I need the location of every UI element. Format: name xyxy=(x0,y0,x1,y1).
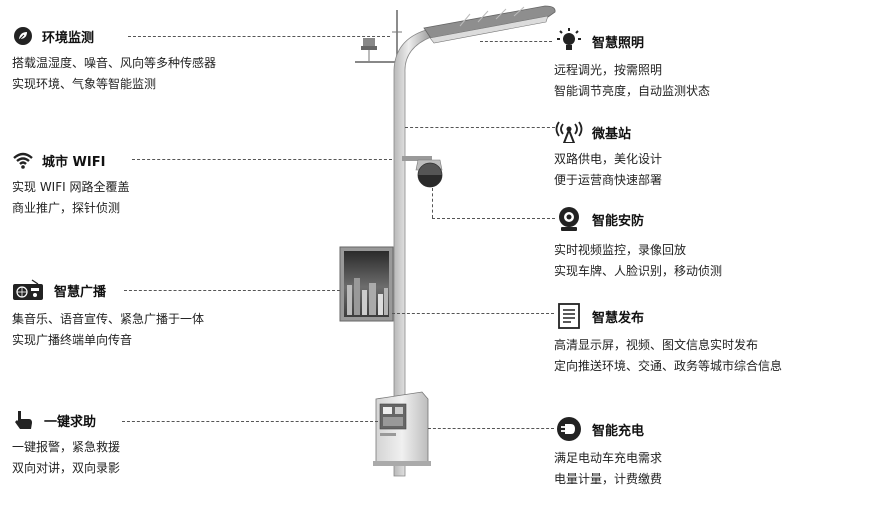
antenna-icon xyxy=(554,121,584,143)
feature-title: 环境监测 xyxy=(42,30,95,46)
connector-env xyxy=(128,36,390,37)
radio-icon xyxy=(12,279,44,301)
connector-sos xyxy=(122,421,378,422)
feature-desc-line: 搭载温湿度、噪音、风向等多种传感器 xyxy=(12,56,217,70)
feature-smart-security: 智能安防 实时视频监控，录像回放 实现车牌、人脸识别，移动侦测 xyxy=(554,206,722,282)
hand-pointer-icon xyxy=(12,409,34,431)
feature-title: 城市 WIFI xyxy=(42,154,106,170)
connector-charging xyxy=(428,428,554,429)
feature-city-wifi: 城市 WIFI 实现 WIFI 网路全覆盖 商业推广，探针侦测 xyxy=(12,149,129,219)
feature-smart-charging: 智能充电 满足电动车充电需求 电量计量，计费缴费 xyxy=(554,416,662,490)
feature-desc-line: 远程调光，按需照明 xyxy=(554,63,663,77)
feature-desc-line: 商业推广，探针侦测 xyxy=(12,201,121,215)
connector-security xyxy=(432,218,555,219)
feature-desc-line: 集音乐、语音宣传、紧急广播于一体 xyxy=(12,312,205,326)
feature-desc-line: 一键报警，紧急救援 xyxy=(12,440,121,454)
connector-publish xyxy=(392,313,554,314)
feature-desc-line: 实现广播终端单向传音 xyxy=(12,333,133,347)
feature-desc-line: 电量计量，计费缴费 xyxy=(554,472,663,486)
wifi-icon xyxy=(12,149,34,171)
feature-desc-line: 智能调节亮度，自动监测状态 xyxy=(554,84,711,98)
connector-wifi xyxy=(132,159,392,160)
security-camera xyxy=(402,156,443,188)
feature-desc-line: 实时视频监控，录像回放 xyxy=(554,243,687,257)
feature-micro-base-station: 微基站 双路供电，美化设计 便于运营商快速部署 xyxy=(554,121,662,191)
feature-environment-monitoring: 环境监测 搭载温湿度、噪音、风向等多种传感器 实现环境、气象等智能监测 xyxy=(12,25,216,95)
display-screen xyxy=(339,246,394,322)
feature-one-click-sos: 一键求助 一键报警，紧急救援 双向对讲，双向录影 xyxy=(12,409,120,479)
document-icon xyxy=(554,303,584,329)
feature-desc-line: 定向推送环境、交通、政务等城市综合信息 xyxy=(554,359,783,373)
feature-desc-line: 双路供电，美化设计 xyxy=(554,152,663,166)
feature-title: 智慧发布 xyxy=(592,310,645,326)
feature-desc-line: 实现 WIFI 网路全覆盖 xyxy=(12,180,130,194)
feature-title: 智慧广播 xyxy=(54,284,107,300)
feature-desc-line: 便于运营商快速部署 xyxy=(554,173,663,187)
feature-title: 智能安防 xyxy=(592,213,645,229)
connector-broadcast xyxy=(124,290,340,291)
plug-icon xyxy=(554,416,584,442)
feature-desc-line: 满足电动车充电需求 xyxy=(554,451,663,465)
feature-smart-broadcast: 智慧广播 集音乐、语音宣传、紧急广播于一体 实现广播终端单向传音 xyxy=(12,279,204,351)
connector-security-vertical xyxy=(432,188,433,218)
feature-smart-publish: 智慧发布 高清显示屏，视频、图文信息实时发布 定向推送环境、交通、政务等城市综合… xyxy=(554,303,782,377)
feature-desc-line: 双向对讲，双向录影 xyxy=(12,461,121,475)
environment-sensor xyxy=(355,38,400,63)
leaf-icon xyxy=(12,25,34,47)
connector-microstation xyxy=(405,127,555,128)
camera-icon xyxy=(554,206,584,232)
feature-desc-line: 实现车牌、人脸识别，移动侦测 xyxy=(554,264,723,278)
feature-title: 智能充电 xyxy=(592,423,645,439)
lamp-head xyxy=(423,5,556,44)
feature-title: 智慧照明 xyxy=(592,35,645,51)
feature-title: 一键求助 xyxy=(44,414,97,430)
lightbulb-icon xyxy=(554,28,584,54)
feature-title: 微基站 xyxy=(592,126,632,142)
charging-sos-box xyxy=(373,391,431,466)
feature-desc-line: 实现环境、气象等智能监测 xyxy=(12,77,157,91)
feature-desc-line: 高清显示屏，视频、图文信息实时发布 xyxy=(554,338,759,352)
feature-smart-lighting: 智慧照明 远程调光，按需照明 智能调节亮度，自动监测状态 xyxy=(554,28,711,102)
connector-lighting xyxy=(480,41,552,42)
